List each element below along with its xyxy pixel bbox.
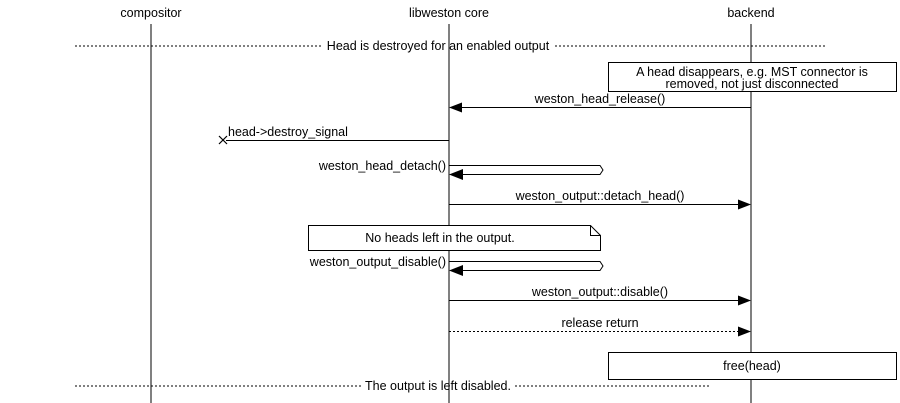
participant-label-backend: backend <box>727 6 774 20</box>
message-head-destroy-signal-label: head->destroy_signal <box>228 125 348 139</box>
note-mst-connector-line2: removed, not just disconnected <box>665 77 838 91</box>
message-weston-head-detach: weston_head_detach() <box>318 159 604 180</box>
participant-label-compositor: compositor <box>120 6 181 20</box>
message-weston-output-disable-self-label: weston_output_disable() <box>309 255 446 269</box>
message-weston-head-detach-loop <box>449 165 604 175</box>
message-release-return: release return <box>449 316 751 337</box>
message-weston-output-disable-self-loop <box>449 261 604 271</box>
separator-bottom-label: The output is left disabled. <box>365 379 511 393</box>
message-weston-output-detach-head: weston_output::detach_head() <box>449 189 751 210</box>
message-weston-head-release: weston_head_release() <box>449 92 751 113</box>
message-head-destroy-signal-x-icon <box>218 135 228 145</box>
separator-top: Head is destroyed for an enabled output <box>75 39 825 53</box>
note-no-heads-left-fold <box>590 225 601 236</box>
note-no-heads-left-box <box>308 225 601 251</box>
participant-label-libweston-core: libweston core <box>409 6 489 20</box>
message-weston-head-detach-arrowhead <box>449 169 463 180</box>
message-release-return-label: release return <box>561 316 638 330</box>
message-weston-output-disable: weston_output::disable() <box>449 285 751 306</box>
message-head-destroy-signal: head->destroy_signal <box>218 125 449 145</box>
message-weston-output-detach-head-arrowhead <box>738 199 751 210</box>
note-no-heads-left-text: No heads left in the output. <box>365 231 514 245</box>
message-weston-output-disable-self: weston_output_disable() <box>309 255 604 276</box>
note-no-heads-left: No heads left in the output. <box>308 225 601 251</box>
message-weston-head-release-label: weston_head_release() <box>534 92 666 106</box>
note-free-head-text: free(head) <box>723 359 781 373</box>
message-weston-output-disable-self-arrowhead <box>449 265 463 276</box>
message-weston-output-disable-label: weston_output::disable() <box>531 285 668 299</box>
note-mst-connector-line1: A head disappears, e.g. MST connector is <box>636 65 868 79</box>
note-mst-connector-box <box>608 62 897 92</box>
separator-top-label: Head is destroyed for an enabled output <box>327 39 550 53</box>
message-weston-head-detach-label: weston_head_detach() <box>318 159 446 173</box>
message-weston-head-release-arrowhead <box>449 102 462 113</box>
message-weston-output-disable-arrowhead <box>738 295 751 306</box>
note-mst-connector: A head disappears, e.g. MST connector is… <box>608 62 897 92</box>
message-release-return-arrowhead <box>738 326 751 337</box>
participant-labels-group: compositor libweston core backend <box>120 6 774 20</box>
note-free-head-box <box>608 352 897 380</box>
message-weston-output-detach-head-label: weston_output::detach_head() <box>515 189 685 203</box>
separator-bottom: The output is left disabled. <box>75 379 710 393</box>
note-free-head: free(head) <box>608 352 897 380</box>
